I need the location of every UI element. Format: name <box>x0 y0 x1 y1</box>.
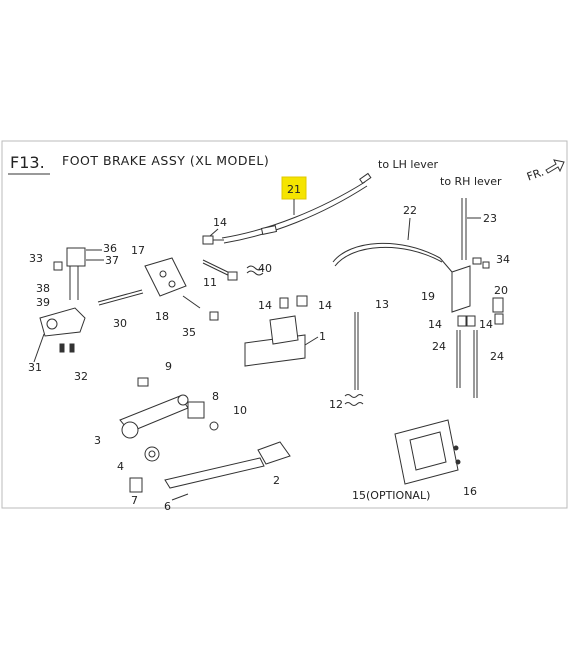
part-14-clips-middle[interactable] <box>279 295 308 309</box>
label-23: 23 <box>483 212 497 225</box>
label-1: 1 <box>319 330 326 343</box>
label-21: 21 <box>287 183 301 196</box>
part-13-rod[interactable] <box>354 312 359 390</box>
label-6: 6 <box>164 500 171 513</box>
part-34-pin[interactable] <box>472 257 490 269</box>
part-31-master-cylinder[interactable] <box>39 307 86 337</box>
label-31: 31 <box>28 361 42 374</box>
part-36-37-reservoir[interactable] <box>66 247 86 300</box>
label-38: 38 <box>36 282 50 295</box>
label-9: 9 <box>165 360 172 373</box>
label-4: 4 <box>117 460 124 473</box>
front-arrow-icon <box>545 159 565 174</box>
part-21-cable[interactable] <box>221 172 372 244</box>
front-label: FR. <box>525 166 545 184</box>
part-10-clip[interactable] <box>209 421 219 431</box>
part-1-plate[interactable] <box>244 315 306 367</box>
part-21-callout[interactable]: 21 <box>281 176 307 215</box>
part-6-cotter[interactable] <box>171 493 189 501</box>
label-10: 10 <box>233 404 247 417</box>
label-13: 13 <box>375 298 389 311</box>
label-14-right-a: 14 <box>428 318 442 331</box>
label-30: 30 <box>113 317 127 330</box>
part-14-joint-right[interactable] <box>457 315 476 327</box>
label-18: 18 <box>155 310 169 323</box>
note-to-rh-lever: to RH lever <box>440 175 502 188</box>
label-37: 37 <box>105 254 119 267</box>
label-12: 12 <box>329 398 343 411</box>
part-14-joint[interactable] <box>202 235 224 245</box>
label-39: 39 <box>36 296 50 309</box>
part-16-screws[interactable] <box>453 445 461 465</box>
label-32: 32 <box>74 370 88 383</box>
part-30-rod[interactable] <box>97 289 144 306</box>
part-18-rod[interactable] <box>182 295 201 309</box>
note-to-lh-lever: to LH lever <box>378 158 439 171</box>
label-24-right: 24 <box>490 350 504 363</box>
part-9-bolt[interactable] <box>137 377 149 387</box>
label-14-mid-a: 14 <box>258 299 272 312</box>
label-17: 17 <box>131 244 145 257</box>
label-2: 2 <box>273 474 280 487</box>
label-19: 19 <box>421 290 435 303</box>
part-23-rod[interactable] <box>461 198 467 260</box>
part-40-spring[interactable] <box>246 265 264 276</box>
part-11-rod[interactable] <box>202 259 238 281</box>
part-24-cable-left[interactable] <box>456 330 461 388</box>
label-14-mid-b: 14 <box>318 299 332 312</box>
part-22-cable[interactable] <box>332 242 443 267</box>
label-8: 8 <box>212 390 219 403</box>
part-12-spring[interactable] <box>344 394 364 406</box>
label-16: 16 <box>463 485 477 498</box>
label-3: 3 <box>94 434 101 447</box>
part-33-bolt[interactable] <box>53 261 63 271</box>
label-14-right-b: 14 <box>479 318 493 331</box>
diagram-title: FOOT BRAKE ASSY (XL MODEL) <box>62 153 269 168</box>
label-14-top: 14 <box>213 216 227 229</box>
label-11: 11 <box>203 276 217 289</box>
front-direction-indicator: FR. <box>525 159 565 184</box>
label-22: 22 <box>403 204 417 217</box>
part-35-bolt[interactable] <box>209 311 219 321</box>
part-20-clamp[interactable] <box>492 297 504 325</box>
part-19-bracket[interactable] <box>439 257 471 313</box>
part-8-bracket[interactable] <box>187 401 205 419</box>
part-15-pedal-pad-optional[interactable] <box>394 419 459 485</box>
label-24-left: 24 <box>432 340 446 353</box>
label-35: 35 <box>182 326 196 339</box>
label-36: 36 <box>103 242 117 255</box>
part-32-bolts[interactable] <box>59 343 75 353</box>
part-4-spring[interactable] <box>144 446 160 462</box>
label-40: 40 <box>258 262 272 275</box>
part-2-pedal[interactable] <box>164 441 291 489</box>
label-20: 20 <box>494 284 508 297</box>
label-7: 7 <box>131 494 138 507</box>
part-17-bracket[interactable] <box>144 257 187 297</box>
label-15: 15(OPTIONAL) <box>352 489 430 502</box>
part-7-pin[interactable] <box>129 477 143 493</box>
label-34: 34 <box>496 253 510 266</box>
label-33: 33 <box>29 252 43 265</box>
diagram-code: F13. <box>10 153 45 172</box>
part-24-cable-right[interactable] <box>473 330 478 398</box>
